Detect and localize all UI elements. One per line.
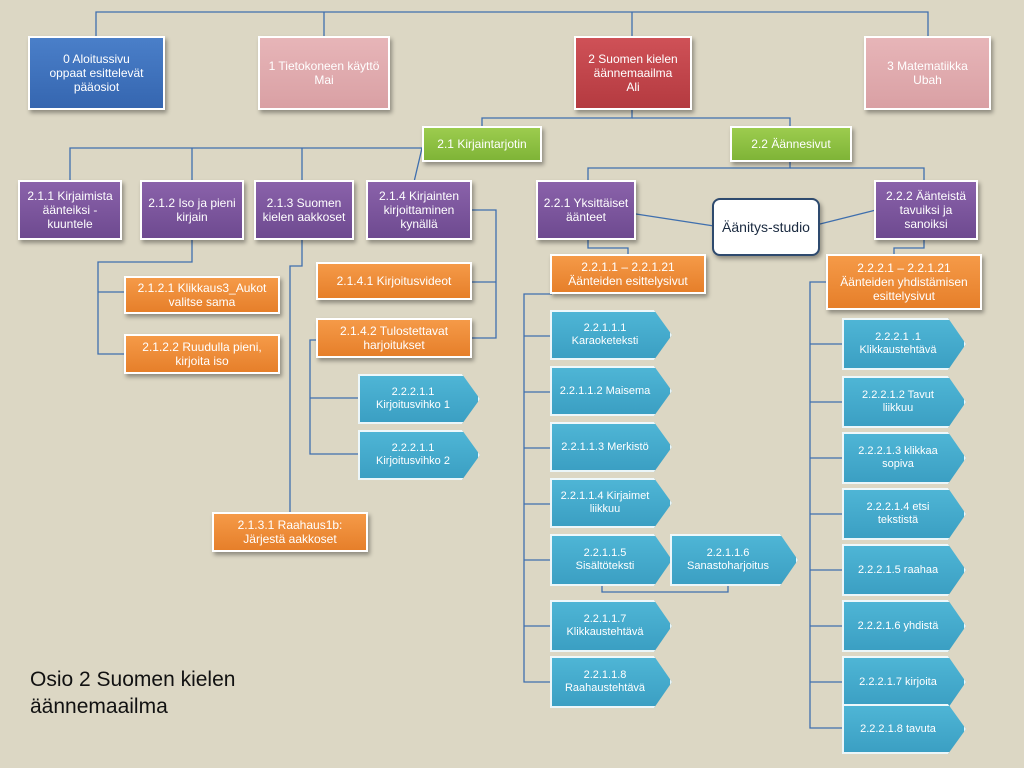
- arrow-maisema: 2.2.1.1.2 Maisema: [550, 366, 672, 416]
- studio-label: Äänitys-studio: [722, 218, 810, 235]
- node-id: 0 Aloitussivu: [63, 52, 130, 66]
- node-label: 2.1.2 Iso ja pieni kirjain: [148, 196, 236, 224]
- node-label: 2.1.4.2 Tulostettavat harjoitukset: [339, 324, 449, 352]
- node-label: 2.1.3 Suomen kielen aakkoset: [262, 196, 346, 224]
- arrow-id: 2.2.1.1.5: [583, 547, 627, 559]
- node-label: 2.2.1.1 – 2.2.1.21 Äänteiden esittelysiv…: [568, 260, 688, 288]
- node-label: 2.1.2.2 Ruudulla pieni, kirjoita iso: [142, 340, 262, 368]
- arrow-text: liikkuu: [589, 503, 621, 515]
- node-text: Ubah: [913, 73, 942, 87]
- arrow-id: 2.2.1.1.2 Maisema: [559, 384, 651, 397]
- arrow-id: 2.2.2.1 .1: [875, 331, 921, 343]
- node-label: 2.1 Kirjaintarjotin: [437, 137, 527, 151]
- arrow-id: 2.2.2.1.1: [391, 442, 435, 454]
- node-2-2-aannesivut: 2.2 Äännesivut: [730, 126, 852, 162]
- arrow-text: liikkuu: [882, 402, 914, 414]
- diagram-caption: Osio 2 Suomen kielen äännemaailma: [30, 666, 235, 720]
- arrow-id: 2.2.1.1.4 Kirjaimet: [560, 490, 650, 502]
- node-label: 2.2 Äännesivut: [751, 137, 831, 151]
- node-label: 2.1.1 Kirjaimista äänteiksi - kuuntele: [27, 189, 113, 231]
- arrow-text: Kirjoitusvihko 1: [376, 399, 450, 411]
- arrow-id: 2.2.1.1.3 Merkistö: [561, 440, 649, 453]
- node-2-1-4-1: 2.1.4.1 Kirjoitusvideot: [316, 262, 472, 300]
- node-2-1-1: 2.1.1 Kirjaimista äänteiksi - kuuntele: [18, 180, 122, 240]
- arrow-c2-tavut-liikkuu: 2.2.2.1.2 Tavut liikkuu: [842, 376, 966, 428]
- arrow-text: tekstistä: [877, 514, 919, 526]
- arrow-text: Kirjoitusvihko 2: [376, 455, 450, 467]
- node-2-1-2-1: 2.1.2.1 Klikkaus3_Aukot valitse sama: [124, 276, 280, 314]
- arrow-id: 2.2.2.1.8 tavuta: [860, 722, 936, 735]
- arrow-id: 2.2.2.1.2 Tavut: [862, 389, 934, 401]
- node-id: 3 Matematiikka: [887, 59, 968, 73]
- arrow-c5-raahaa: 2.2.2.1.5 raahaa: [842, 544, 966, 596]
- arrow-text: Sisältöteksti: [575, 560, 635, 572]
- arrow-id: 2.2.2.1.5 raahaa: [857, 563, 939, 576]
- node-text: Ali: [626, 80, 640, 94]
- node-2-1-2: 2.1.2 Iso ja pieni kirjain: [140, 180, 244, 240]
- node-label: 2.1.4 Kirjainten kirjoittaminen kynällä: [378, 189, 460, 231]
- caption-line-1: Osio 2 Suomen kielen: [30, 668, 236, 691]
- arrow-id: 2.2.1.1.7: [583, 613, 627, 625]
- arrow-kirjaimet-liikkuu: 2.2.1.1.4 Kirjaimet liikkuu: [550, 478, 672, 528]
- node-2-1-3: 2.1.3 Suomen kielen aakkoset: [254, 180, 354, 240]
- node-1-tietokoneen-kaytto: 1 Tietokoneen käyttö Mai: [258, 36, 390, 110]
- arrow-id: 2.2.2.1.3 klikkaa: [858, 445, 938, 457]
- node-2-2-1-1-range: 2.2.1.1 – 2.2.1.21 Äänteiden esittelysiv…: [550, 254, 706, 294]
- arrow-merkisto: 2.2.1.1.3 Merkistö: [550, 422, 672, 472]
- arrow-id: 2.2.1.1.8: [583, 669, 627, 681]
- arrow-sisaltoteksti: 2.2.1.1.5 Sisältöteksti: [550, 534, 672, 586]
- arrow-id: 2.2.1.1.6: [706, 547, 750, 559]
- arrow-c6-yhdista: 2.2.2.1.6 yhdistä: [842, 600, 966, 652]
- node-2-1-3-1: 2.1.3.1 Raahaus1b: Järjestä aakkoset: [212, 512, 368, 552]
- caption-line-2: äännemaailma: [30, 695, 168, 718]
- arrow-id: 2.2.2.1.4 etsi: [866, 501, 930, 513]
- arrow-klikkaustehtava: 2.2.1.1.7 Klikkaustehtävä: [550, 600, 672, 652]
- node-id: 2 Suomen kielen äännemaailma: [588, 52, 678, 80]
- node-label: 2.2.2.1 – 2.2.1.21 Äänteiden yhdistämise…: [840, 261, 968, 303]
- node-label: 2.1.2.1 Klikkaus3_Aukot valitse sama: [137, 281, 267, 309]
- node-2-suomen-kielen-aannemaailma: 2 Suomen kielen äännemaailma Ali: [574, 36, 692, 110]
- arrow-c4-etsi-tekstista: 2.2.2.1.4 etsi tekstistä: [842, 488, 966, 540]
- arrow-id: 2.2.2.1.1: [391, 386, 435, 398]
- node-2-2-2-1-range: 2.2.2.1 – 2.2.1.21 Äänteiden yhdistämise…: [826, 254, 982, 310]
- arrow-id: 2.2.1.1.1: [583, 322, 627, 334]
- arrow-kirjoitusvihko-2: 2.2.2.1.1 Kirjoitusvihko 2: [358, 430, 480, 480]
- node-2-1-4-2: 2.1.4.2 Tulostettavat harjoitukset: [316, 318, 472, 358]
- node-id: 1 Tietokoneen käyttö: [268, 59, 380, 73]
- arrow-sanastoharjoitus: 2.2.1.1.6 Sanastoharjoitus: [670, 534, 798, 586]
- arrow-c8-tavuta: 2.2.2.1.8 tavuta: [842, 704, 966, 754]
- arrow-text: sopiva: [882, 458, 914, 470]
- node-2-1-2-2: 2.1.2.2 Ruudulla pieni, kirjoita iso: [124, 334, 280, 374]
- arrow-text: Karaoketeksti: [571, 335, 639, 347]
- arrow-text: Klikkaustehtävä: [566, 626, 644, 638]
- node-2-2-2: 2.2.2 Äänteistä tavuiksi ja sanoiksi: [874, 180, 978, 240]
- node-label: 2.2.2 Äänteistä tavuiksi ja sanoiksi: [885, 189, 967, 231]
- arrow-kirjoitusvihko-1: 2.2.2.1.1 Kirjoitusvihko 1: [358, 374, 480, 424]
- arrow-text: Sanastoharjoitus: [687, 560, 769, 572]
- node-label: 2.1.3.1 Raahaus1b: Järjestä aakkoset: [237, 518, 343, 546]
- arrow-raahaustehtava: 2.2.1.1.8 Raahaustehtävä: [550, 656, 672, 708]
- node-label: 2.1.4.1 Kirjoitusvideot: [336, 274, 452, 288]
- arrow-text: Klikkaustehtävä: [859, 344, 937, 356]
- arrow-c1-klikkaustehtava: 2.2.2.1 .1 Klikkaustehtävä: [842, 318, 966, 370]
- arrow-c3-klikkaa-sopiva: 2.2.2.1.3 klikkaa sopiva: [842, 432, 966, 484]
- arrow-c7-kirjoita: 2.2.2.1.7 kirjoita: [842, 656, 966, 708]
- node-2-2-1: 2.2.1 Yksittäiset äänteet: [536, 180, 636, 240]
- node-0-aloitussivu: 0 Aloitussivu oppaat esittelevät pääosio…: [28, 36, 165, 110]
- arrow-karaoketeksti: 2.2.1.1.1 Karaoketeksti: [550, 310, 672, 360]
- node-3-matematiikka: 3 Matematiikka Ubah: [864, 36, 991, 110]
- arrow-text: Raahaustehtävä: [564, 682, 646, 694]
- node-2-1-4: 2.1.4 Kirjainten kirjoittaminen kynällä: [366, 180, 472, 240]
- node-text: Mai: [314, 73, 334, 87]
- arrow-id: 2.2.2.1.6 yhdistä: [857, 619, 939, 632]
- arrow-id: 2.2.2.1.7 kirjoita: [859, 675, 937, 688]
- aanitys-studio: Äänitys-studio: [712, 198, 820, 256]
- node-2-1-kirjaintarjotin: 2.1 Kirjaintarjotin: [422, 126, 542, 162]
- node-text: oppaat esittelevät pääosiot: [49, 66, 144, 94]
- node-label: 2.2.1 Yksittäiset äänteet: [543, 196, 629, 224]
